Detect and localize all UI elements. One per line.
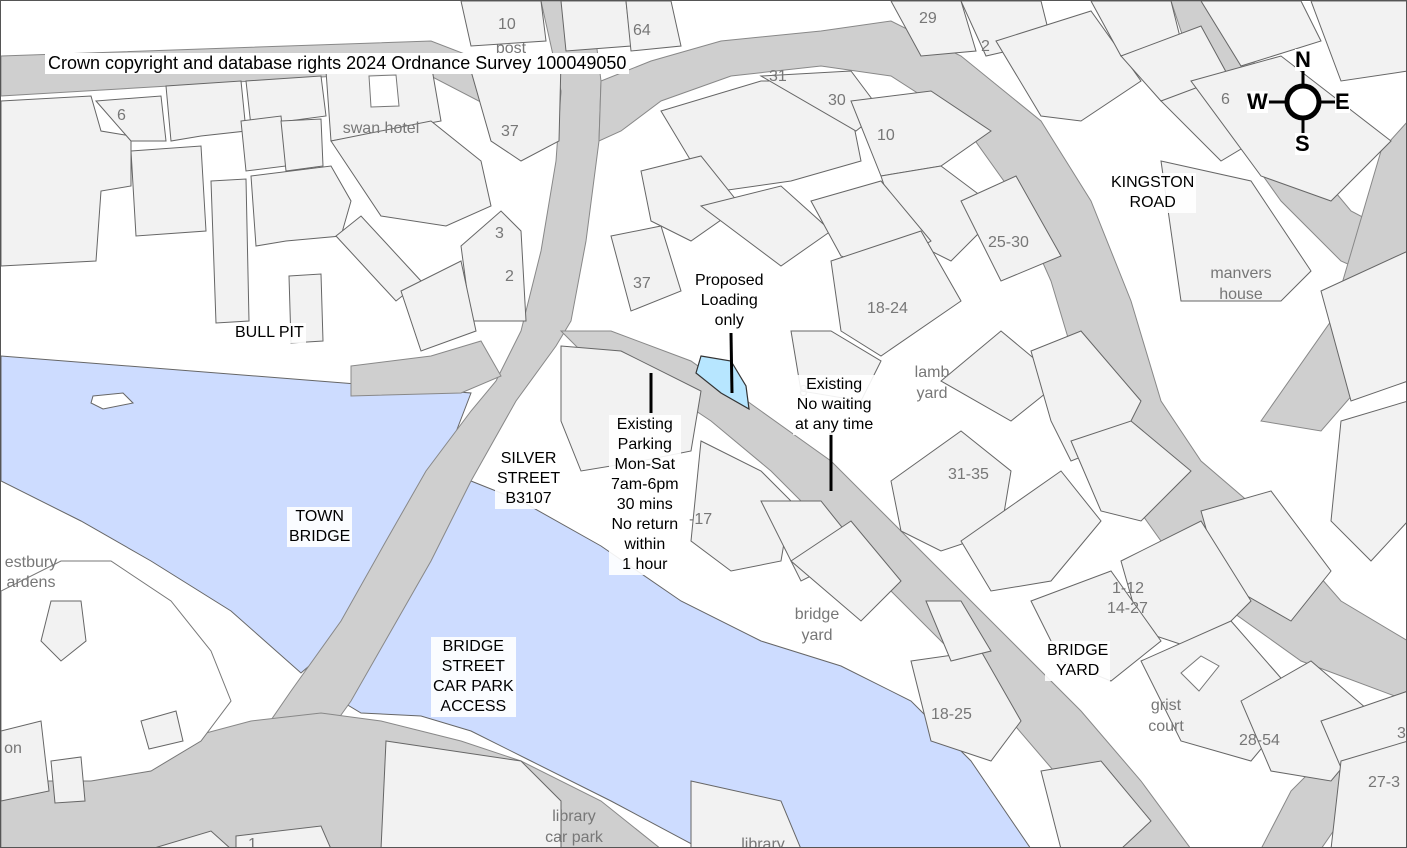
proposed-leader-line [729, 332, 734, 394]
compass-rose: N S E W [1247, 47, 1357, 157]
num-37-top: 37 [501, 123, 519, 140]
num-3-right: 3 [1397, 725, 1406, 742]
kingston-road-line1: KINGSTON [1109, 173, 1197, 193]
river-islet [90, 392, 135, 410]
compass-east: E [1335, 89, 1350, 114]
place-labels: swan hotel post office manvers house lam… [4, 40, 1272, 848]
num-6-left: 6 [117, 107, 126, 124]
num-64: 64 [633, 22, 651, 39]
annotation-existing-parking: Existing Parking Mon-Sat 7am-6pm 30 mins… [609, 415, 681, 575]
label-swan-hotel: swan hotel [343, 120, 420, 137]
num-29: 29 [919, 10, 937, 27]
num-18-25: 18-25 [931, 706, 972, 723]
num-17: -17 [689, 511, 712, 528]
num-18-24: 18-24 [867, 300, 908, 317]
label-manvers-1: manvers [1210, 265, 1271, 282]
proposed-line1: Proposed [693, 271, 766, 291]
bull-pit-text: BULL PIT [233, 323, 306, 343]
num-27-3: 27-3 [1368, 774, 1400, 791]
parking-line6: No return [609, 515, 681, 535]
label-bridge-yard-caps: BRIDGE YARD [1045, 641, 1111, 681]
silver-street-line3: B3107 [495, 489, 563, 509]
compass-icon [1269, 67, 1337, 137]
compass-west: W [1247, 89, 1268, 114]
buildings-north-center [460, 1, 1406, 162]
label-town-bridge: TOWN BRIDGE [287, 507, 353, 547]
label-on-fragment: on [4, 740, 22, 757]
building-numbers: 10 64 29 2 31 30 10 6 6 37 3 2 37 25-30 … [117, 10, 1406, 848]
parking-line3: Mon-Sat [609, 455, 681, 475]
bridge-street-line2: STREET [431, 657, 516, 677]
label-bridge-street: BRIDGE STREET CAR PARK ACCESS [431, 637, 516, 717]
label-bull-pit: BULL PIT [233, 323, 306, 343]
silver-street-road [176, 1, 602, 847]
num-25-30: 25-30 [988, 234, 1029, 251]
bridge-yard-caps-line1: BRIDGE [1045, 641, 1111, 661]
parking-line7: within [609, 535, 681, 555]
label-library-cp-2: car park [545, 829, 604, 846]
num-1-12: 1-12 [1112, 580, 1144, 597]
annotation-proposed-loading: Proposed Loading only [693, 271, 766, 331]
parking-line1: Existing [609, 415, 681, 435]
num-6-right: 6 [1221, 91, 1230, 108]
no-waiting-line3: at any time [793, 415, 876, 435]
label-westbury-2: ardens [7, 574, 56, 591]
no-waiting-line2: No waiting [793, 395, 876, 415]
bridge-street-road [559, 330, 1191, 847]
silver-street-line1: SILVER [495, 449, 563, 469]
num-30: 30 [828, 92, 846, 109]
compass-north: N [1295, 47, 1311, 72]
town-bridge-line2: BRIDGE [287, 527, 353, 547]
num-31: 31 [769, 68, 787, 85]
label-bridge-yard-2: yard [801, 627, 832, 644]
silver-street-line2: STREET [495, 469, 563, 489]
label-lamb-2: yard [916, 385, 947, 402]
copyright-notice: Crown copyright and database rights 2024… [45, 53, 630, 74]
num-31-35: 31-35 [948, 466, 989, 483]
label-bridge-yard-1: bridge [795, 606, 840, 623]
parking-line2: Parking [609, 435, 681, 455]
label-library-cp-1: library [552, 808, 596, 825]
num-10-top: 10 [498, 16, 516, 33]
no-waiting-line1: Existing [793, 375, 876, 395]
label-kingston-road: KINGSTON ROAD [1109, 173, 1197, 213]
label-silver-street: SILVER STREET B3107 [495, 449, 563, 509]
kingston-road-line2: ROAD [1109, 193, 1197, 213]
num-14-27: 14-27 [1107, 600, 1148, 617]
label-library: library [741, 836, 785, 848]
bridge-street-line1: BRIDGE [431, 637, 516, 657]
buildings-east [910, 55, 1406, 847]
label-grist-1: grist [1151, 697, 1182, 714]
label-manvers-2: house [1219, 286, 1263, 303]
parking-line8: 1 hour [609, 555, 681, 575]
num-10-mid: 10 [877, 127, 895, 144]
compass-south: S [1295, 131, 1310, 156]
label-lamb-1: lamb [915, 364, 950, 381]
buildings-northwest [1, 62, 527, 352]
annotation-no-waiting: Existing No waiting at any time [793, 375, 876, 435]
parking-line4: 7am-6pm [609, 475, 681, 495]
label-post-office-1: post [496, 40, 527, 57]
proposed-line2: Loading [693, 291, 766, 311]
town-bridge-line1: TOWN [287, 507, 353, 527]
num-2-top: 2 [981, 38, 990, 55]
num-28-54: 28-54 [1239, 732, 1280, 749]
bridge-street-line4: ACCESS [431, 697, 516, 717]
proposed-line3: only [693, 311, 766, 331]
road-bull-pit [350, 340, 502, 397]
num-2-mid: 2 [505, 268, 514, 285]
parking-line5: 30 mins [609, 495, 681, 515]
buildings-central-block [560, 70, 1192, 622]
buildings-southwest [1, 560, 801, 847]
bridge-yard-caps-line2: YARD [1045, 661, 1111, 681]
num-1-bottom: 1 [248, 836, 257, 848]
num-3: 3 [495, 225, 504, 242]
label-westbury-1: estbury [5, 554, 57, 571]
num-37-mid: 37 [633, 275, 651, 292]
label-grist-2: court [1148, 718, 1184, 735]
bridge-street-line3: CAR PARK [431, 677, 516, 697]
